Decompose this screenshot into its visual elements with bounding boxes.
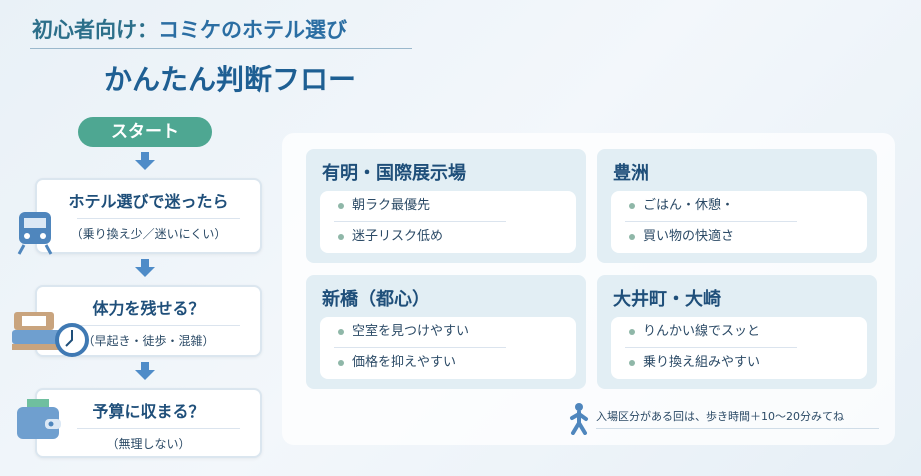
area-name: 大井町・大崎: [613, 289, 721, 310]
start-pill: スタート: [78, 117, 212, 147]
arrow-down-icon: [135, 259, 155, 277]
walking-person-icon: [570, 403, 588, 435]
title-prefix: 初心者向け：: [32, 18, 158, 42]
area-point: 乗り換え組みやすい: [629, 348, 867, 378]
flow-step-3: 予算に収まる？ （無理しない）: [35, 388, 262, 458]
area-name: 有明・国際展示場: [322, 163, 466, 184]
page-title: かんたん判断フロー: [103, 63, 356, 96]
title-main: コミケのホテル選び: [158, 18, 347, 42]
bed-clock-icon: [12, 312, 89, 357]
arrow-down-icon: [135, 152, 155, 170]
area-card-shimbashi: 新橋（都心） 空室を見つけやすい価格を抑えやすい: [306, 275, 586, 389]
flow-step-1: ホテル選びで迷ったら （乗り換え少／迷いにくい）: [35, 178, 262, 254]
note-text: 入場区分がある回は、歩き時間＋10〜20分みてね: [596, 408, 879, 429]
area-card-ariake: 有明・国際展示場朝ラク最優先迷子リスク低め: [306, 149, 586, 263]
arrow-down-icon: [135, 362, 155, 380]
step-subtitle: （早起き・徒歩・混雑）: [82, 334, 215, 348]
area-name: 新橋（都心）: [322, 289, 430, 310]
step-title: 体力を残せる？: [92, 299, 205, 318]
wallet-icon: [17, 399, 61, 439]
area-point: 迷子リスク低め: [338, 222, 576, 252]
step-subtitle: （無理しない）: [106, 437, 191, 451]
train-icon: [17, 212, 53, 255]
area-card-oimachi: 大井町・大崎りんかい線でスッと乗り換え組みやすい: [597, 275, 877, 389]
area-point: 価格を抑えやすい: [338, 348, 576, 378]
step-title: 予算に収まる？: [92, 402, 205, 421]
area-name: 豊洲: [613, 163, 649, 184]
step-title: ホテル選びで迷ったら: [68, 192, 229, 211]
area-card-toyosu: 豊洲ごはん・休憩・買い物の快適さ: [597, 149, 877, 263]
step-subtitle: （乗り換え少／迷いにくい）: [70, 227, 227, 241]
area-point: 朝ラク最優先: [338, 191, 576, 221]
area-point: 空室を見つけやすい: [338, 317, 576, 347]
area-point: ごはん・休憩・: [629, 191, 867, 221]
area-point: 買い物の快適さ: [629, 222, 867, 252]
title-line1: 初心者向け：コミケのホテル選び: [32, 14, 347, 44]
title-underline: [30, 48, 412, 49]
area-point: りんかい線でスッと: [629, 317, 867, 347]
